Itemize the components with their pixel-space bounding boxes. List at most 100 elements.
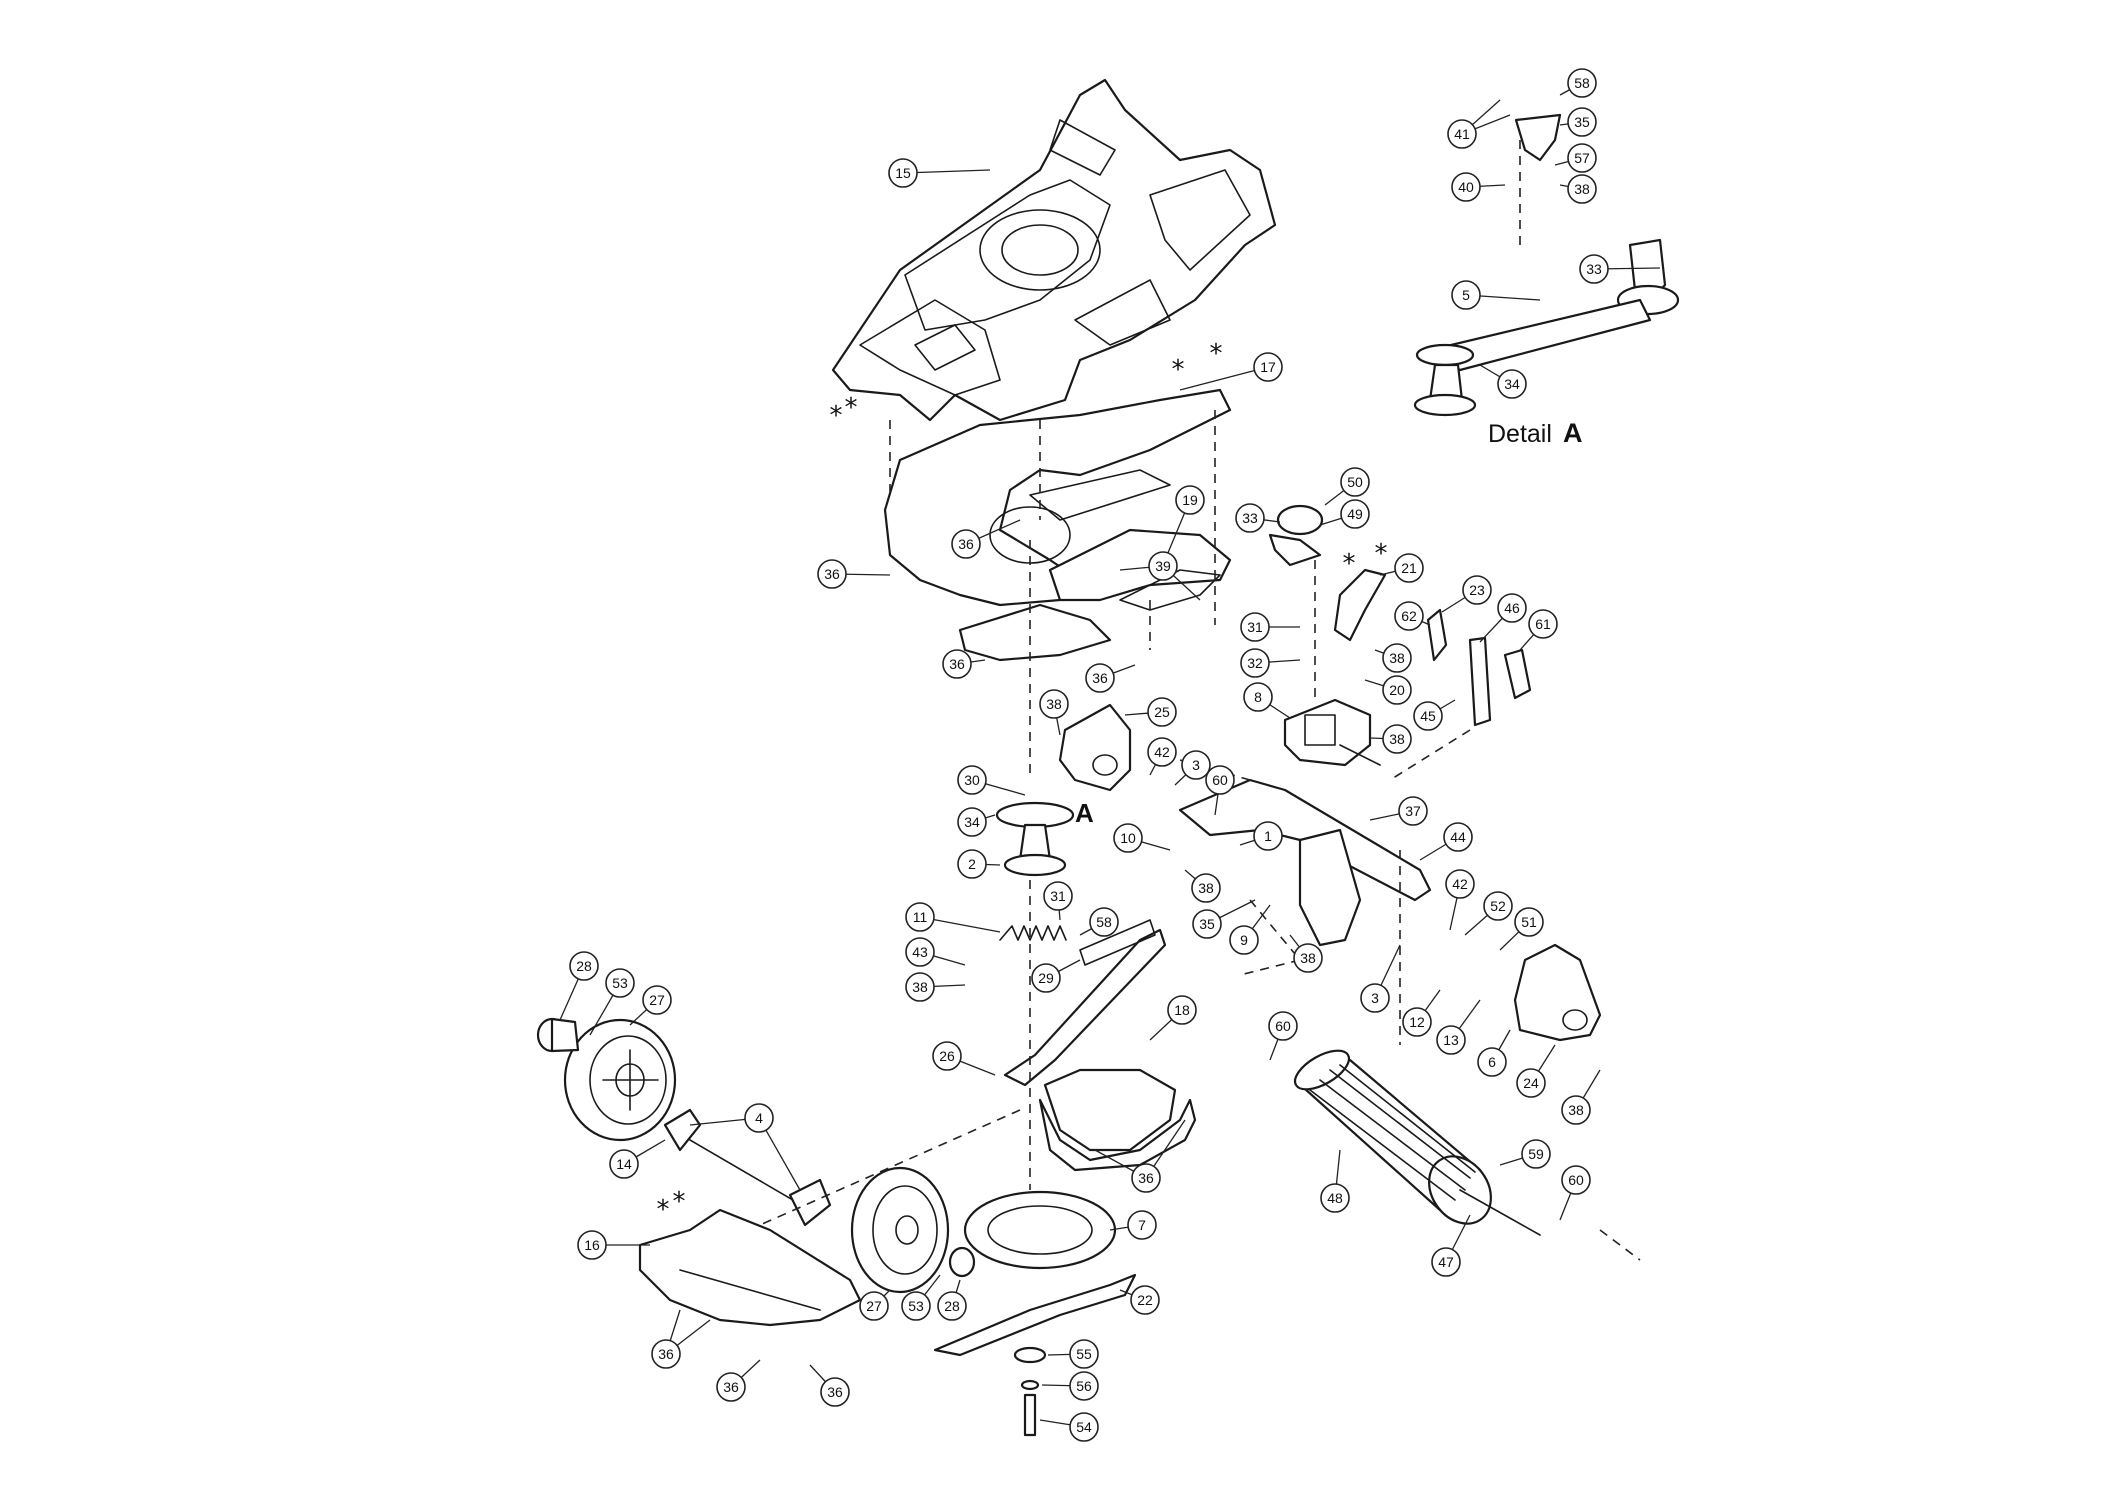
callout-number: 38 <box>1046 696 1062 712</box>
callout-part-31: 31 <box>1240 612 1270 642</box>
callout-number: 38 <box>1568 1102 1584 1118</box>
star-marker: * <box>1210 339 1223 369</box>
callout-number: 33 <box>1586 261 1602 277</box>
callout-circle <box>1085 663 1115 693</box>
callout-part-38: 38 <box>1382 643 1412 673</box>
roller-part-48 <box>1293 1049 1492 1225</box>
star-marker: * <box>830 401 843 431</box>
callout-circle <box>1181 750 1211 780</box>
star-marker: * <box>673 1187 686 1217</box>
callout-part-4: 4 <box>744 1103 774 1133</box>
callout-circle <box>1131 1163 1161 1193</box>
callout-circle <box>1167 995 1197 1025</box>
callout-number: 58 <box>1096 914 1112 930</box>
callout-part-12: 12 <box>1402 1007 1432 1037</box>
star-marker: * <box>1375 539 1388 569</box>
callout-number: 42 <box>1154 744 1170 760</box>
callout-circle <box>1413 701 1443 731</box>
callout-circle <box>1340 467 1370 497</box>
callout-number: 34 <box>1504 376 1520 392</box>
callout-part-47: 47 <box>1431 1247 1461 1277</box>
callout-part-36: 36 <box>951 529 981 559</box>
callout-circle <box>1561 1095 1591 1125</box>
callout-part-39: 39 <box>1148 551 1178 581</box>
callout-part-37: 37 <box>1398 796 1428 826</box>
callout-number: 15 <box>895 165 911 181</box>
callout-circle <box>1043 881 1073 911</box>
callout-number: 42 <box>1452 876 1468 892</box>
callout-number: 18 <box>1174 1002 1190 1018</box>
callout-part-35: 35 <box>1567 107 1597 137</box>
callout-number: 39 <box>1155 558 1171 574</box>
callout-part-36: 36 <box>942 649 972 679</box>
callout-circle <box>1147 697 1177 727</box>
callout-part-3: 3 <box>1360 983 1390 1013</box>
callout-number: 36 <box>1138 1170 1154 1186</box>
detail-a-bracket-part-35 <box>1514 113 1562 162</box>
callout-number: 46 <box>1504 600 1520 616</box>
callout-circle <box>1431 1247 1461 1277</box>
callout-number: 60 <box>1568 1172 1584 1188</box>
callout-part-48: 48 <box>1320 1183 1350 1213</box>
callout-number: 38 <box>1574 181 1590 197</box>
callout-circle <box>569 951 599 981</box>
callout-part-24: 24 <box>1516 1068 1546 1098</box>
callout-part-53: 53 <box>901 1291 931 1321</box>
callout-circle <box>1445 869 1475 899</box>
callout-part-27: 27 <box>642 985 672 1015</box>
callout-part-49: 49 <box>1340 499 1370 529</box>
callout-number: 9 <box>1240 932 1248 948</box>
callout-part-20: 20 <box>1382 675 1412 705</box>
callout-circle <box>1528 609 1558 639</box>
callout-circle <box>1031 963 1061 993</box>
callout-part-31: 31 <box>1043 881 1073 911</box>
callout-circle <box>1340 499 1370 529</box>
callout-circle <box>605 968 635 998</box>
callout-circle <box>932 1041 962 1071</box>
callout-number: 38 <box>912 979 928 995</box>
callout-number: 19 <box>1182 492 1198 508</box>
callout-part-26: 26 <box>932 1041 962 1071</box>
callout-number: 51 <box>1521 914 1537 930</box>
callout-part-18: 18 <box>1167 995 1197 1025</box>
callout-number: 29 <box>1038 970 1054 986</box>
callout-part-58: 58 <box>1089 907 1119 937</box>
callout-part-36: 36 <box>651 1339 681 1369</box>
callout-number: 55 <box>1076 1346 1092 1362</box>
rear-rod-part-26 <box>1003 919 1167 1087</box>
spring-part-11 <box>999 925 1067 941</box>
callout-circle <box>1069 1371 1099 1401</box>
callout-circle <box>1243 682 1273 712</box>
callout-number: 36 <box>827 1384 843 1400</box>
blade-part-22 <box>933 1273 1137 1357</box>
callout-circle <box>609 1149 639 1179</box>
callout-number: 3 <box>1371 990 1379 1006</box>
callout-part-42: 42 <box>1147 737 1177 767</box>
callout-number: 62 <box>1401 608 1417 624</box>
callout-number: 59 <box>1528 1146 1544 1162</box>
callout-number: 34 <box>964 814 980 830</box>
callout-number: 35 <box>1574 114 1590 130</box>
callout-part-10: 10 <box>1113 823 1143 853</box>
callout-part-60: 60 <box>1561 1165 1591 1195</box>
callout-part-43: 43 <box>905 937 935 967</box>
callout-number: 30 <box>964 772 980 788</box>
callout-number: 17 <box>1260 359 1276 375</box>
callout-number: 8 <box>1254 689 1262 705</box>
callout-circle <box>1398 796 1428 826</box>
callout-circle <box>1320 1183 1350 1213</box>
callout-number: 4 <box>755 1110 763 1126</box>
callout-circle <box>1148 551 1178 581</box>
callout-part-23: 23 <box>1462 575 1492 605</box>
callout-circle <box>1477 1047 1507 1077</box>
callout-circle <box>888 158 918 188</box>
callout-circle <box>1293 943 1323 973</box>
callout-circle <box>1567 68 1597 98</box>
callout-circle <box>1451 280 1481 310</box>
callout-part-40: 40 <box>1451 172 1481 202</box>
callout-circle <box>901 1291 931 1321</box>
star-marker: * <box>1172 355 1185 385</box>
callout-circle <box>642 985 672 1015</box>
callout-circle <box>1240 612 1270 642</box>
